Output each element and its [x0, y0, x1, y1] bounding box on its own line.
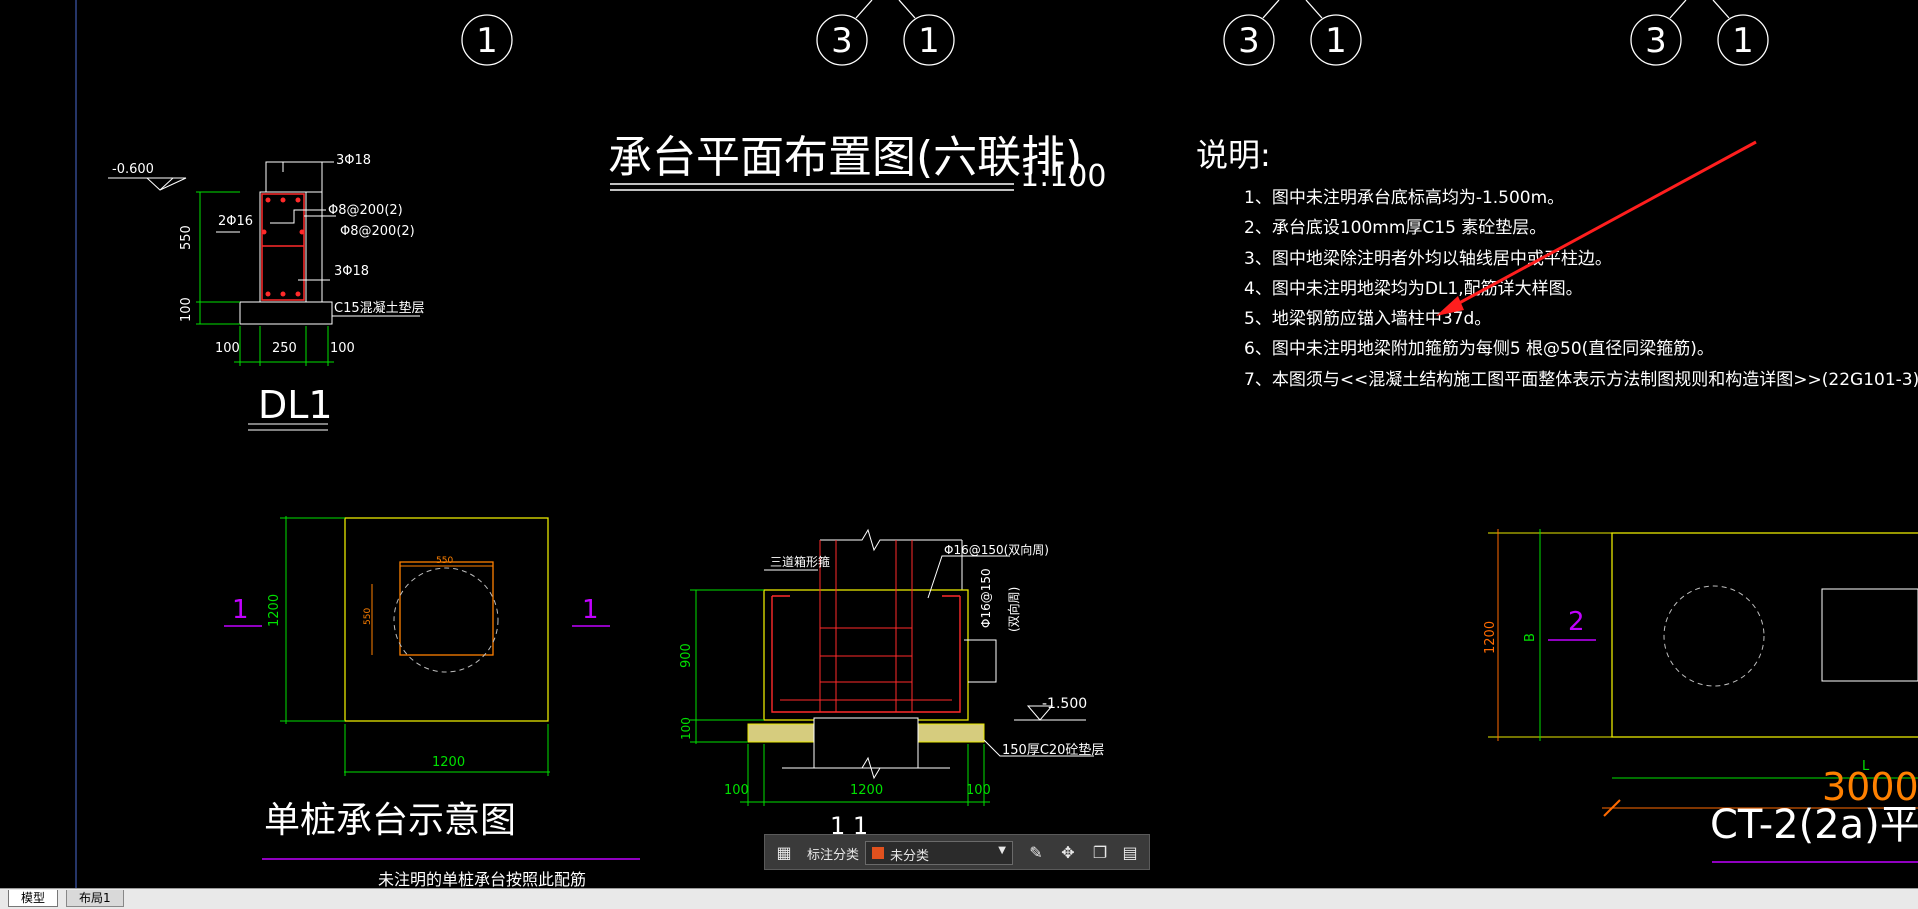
- single-pile-dim-w: 1200: [432, 755, 465, 770]
- section-rebar-side1: Φ16@150: [979, 568, 993, 628]
- dl1-h100: 100: [179, 297, 194, 322]
- axis-bubble-labels: 1 3 1 3 1 3 1: [476, 21, 1754, 61]
- section-level: -1.500: [1042, 696, 1087, 712]
- ct2-dim-3000: 3000: [1822, 765, 1918, 809]
- dl1-w250: 250: [272, 341, 297, 356]
- plan-scale: 1:100: [1020, 159, 1106, 194]
- dl1-stirrup1: Φ8@200(2): [328, 203, 403, 218]
- section-h100: 100: [679, 717, 693, 740]
- notes-heading: 说明:: [1196, 136, 1271, 174]
- ct2-sec: 2: [1568, 607, 1585, 637]
- dl1-w100a: 100: [215, 341, 240, 356]
- dl1-title: DL1: [258, 383, 333, 427]
- single-pile-subtitle: 未注明的单桩承台按照此配筋: [378, 870, 586, 889]
- section-w1200: 1200: [850, 783, 883, 798]
- category-select[interactable]: 未分类 ▼: [865, 841, 1013, 865]
- single-pile-title: 单桩承台示意图: [264, 800, 516, 841]
- dl1-h550: 550: [179, 225, 194, 250]
- toolbar-label: 标注分类: [807, 848, 860, 863]
- single-pile-sec-right: 1: [582, 595, 599, 625]
- single-pile-sec-left: 1: [232, 595, 249, 625]
- section-w100b: 100: [966, 783, 991, 798]
- axis-bubble-label: 3: [1238, 21, 1260, 61]
- section-tie-beam: 三道箱形箍: [770, 554, 830, 569]
- ct2-title: CT-2(2a)平: [1710, 802, 1918, 848]
- cad-drawing-canvas[interactable]: 1 3 1 3 1 3 1: [0, 0, 1918, 890]
- axis-bubble-label: 1: [476, 21, 498, 61]
- section-1-1: [690, 528, 1094, 806]
- copy-icon[interactable]: ❐: [1092, 843, 1108, 862]
- dl1-stirrup2: Φ8@200(2): [340, 224, 415, 239]
- dl1-top-bars: 3Φ18: [336, 153, 371, 168]
- axis-bubble-label: 1: [1325, 21, 1347, 61]
- section-labels: 三道箱形箍 Φ16@150(双向周) Φ16@150 (双向周) -1.500 …: [679, 542, 1104, 840]
- axis-bubble: [903, 14, 955, 66]
- tab-layout1[interactable]: 布局1: [66, 890, 124, 907]
- notes-item: 1、图中未注明承台底标高均为-1.500m。: [1244, 188, 1564, 208]
- axis-bubble-label: 1: [918, 21, 940, 61]
- dl1-bottom-bars: 3Φ18: [334, 264, 369, 279]
- edit-icon[interactable]: ✎: [1029, 843, 1043, 862]
- axis-bubble: [1223, 14, 1275, 66]
- move-icon[interactable]: ✥: [1061, 843, 1075, 862]
- chevron-down-icon: ▼: [998, 845, 1006, 856]
- notes-item: 6、图中未注明地梁附加箍筋为每侧5 根@50(直径同梁箍筋)。: [1244, 339, 1714, 359]
- ct2-dim-L: L: [1862, 759, 1870, 774]
- single-pile-labels: 1200 1200 550 550 1 1 单桩承台示意图 未注明的单桩承台按照…: [232, 556, 599, 889]
- notes-item: 3、图中地梁除注明者外均以轴线居中或平柱边。: [1244, 249, 1612, 269]
- axis-bubble-label: 3: [831, 21, 853, 61]
- plan-title: 承台平面布置图(六联排): [608, 132, 1082, 183]
- dl1-labels: -0.600 3Φ18 2Φ16 Φ8@200(2) Φ8@200(2) 3Φ1…: [112, 153, 425, 427]
- axis-bubble-label: 1: [1732, 21, 1754, 61]
- single-pile-cap: [224, 516, 640, 860]
- ct2-dim-1200: 1200: [1483, 621, 1498, 654]
- axis-bubble: [461, 14, 513, 66]
- paste-icon[interactable]: ▤: [1122, 843, 1138, 862]
- section-h900: 900: [679, 643, 694, 668]
- tab-model[interactable]: 模型: [8, 890, 59, 907]
- section-rebar-side2: (双向周): [1006, 587, 1021, 632]
- dl1-detail: [108, 161, 420, 431]
- notes-item: 7、本图须与<<混凝土结构施工图平面整体表示方法制图规则和构造详图>>(22G1…: [1244, 369, 1918, 390]
- dl1-side-bars: 2Φ16: [218, 214, 253, 229]
- dl1-cushion: C15混凝土垫层: [334, 300, 425, 316]
- single-pile-col-h: 550: [363, 608, 373, 625]
- axis-bubble: [816, 14, 868, 66]
- axis-bubble: [1310, 14, 1362, 66]
- ct2-plan: [1488, 529, 1918, 863]
- notes-item: 4、图中未注明地梁均为DL1,配筋详大样图。: [1244, 279, 1583, 299]
- ct2-labels: 1200 B 2 L 3000 CT-2(2a)平: [1483, 607, 1918, 848]
- notes-block: 说明: 1、图中未注明承台底标高均为-1.500m。 2、承台底设100mm厚C…: [1196, 136, 1918, 390]
- annotation-toolbar: ▦ 标注分类 未分类 ▼ ✎ ✥ ❐ ▤: [764, 834, 1150, 870]
- section-cushion: 150厚C20砼垫层: [1002, 742, 1104, 758]
- annotation-arrow: [1436, 140, 1757, 316]
- axis-bubble: [1717, 14, 1769, 66]
- notes-item: 5、地梁钢筋应锚入墙柱中37d。: [1244, 309, 1491, 329]
- layout-tab-bar: 模型 布局1: [0, 888, 1918, 909]
- axis-bubbles: [461, 0, 1769, 66]
- grid-icon[interactable]: ▦: [776, 843, 792, 862]
- category-selected: 未分类: [890, 849, 930, 864]
- dl1-w100b: 100: [330, 341, 355, 356]
- single-pile-dim-h: 1200: [267, 594, 282, 627]
- single-pile-col-w: 550: [436, 556, 453, 566]
- plan-title-block: 承台平面布置图(六联排) 1:100: [608, 132, 1106, 194]
- notes-item: 2、承台底设100mm厚C15 素砼垫层。: [1244, 218, 1546, 238]
- section-w100a: 100: [724, 783, 749, 798]
- ct2-dim-B: B: [1523, 633, 1538, 642]
- category-swatch: [872, 847, 884, 859]
- section-rebar-top: Φ16@150(双向周): [944, 542, 1049, 557]
- axis-bubble-label: 3: [1645, 21, 1667, 61]
- dl1-level: -0.600: [112, 162, 154, 177]
- axis-bubble: [1630, 14, 1682, 66]
